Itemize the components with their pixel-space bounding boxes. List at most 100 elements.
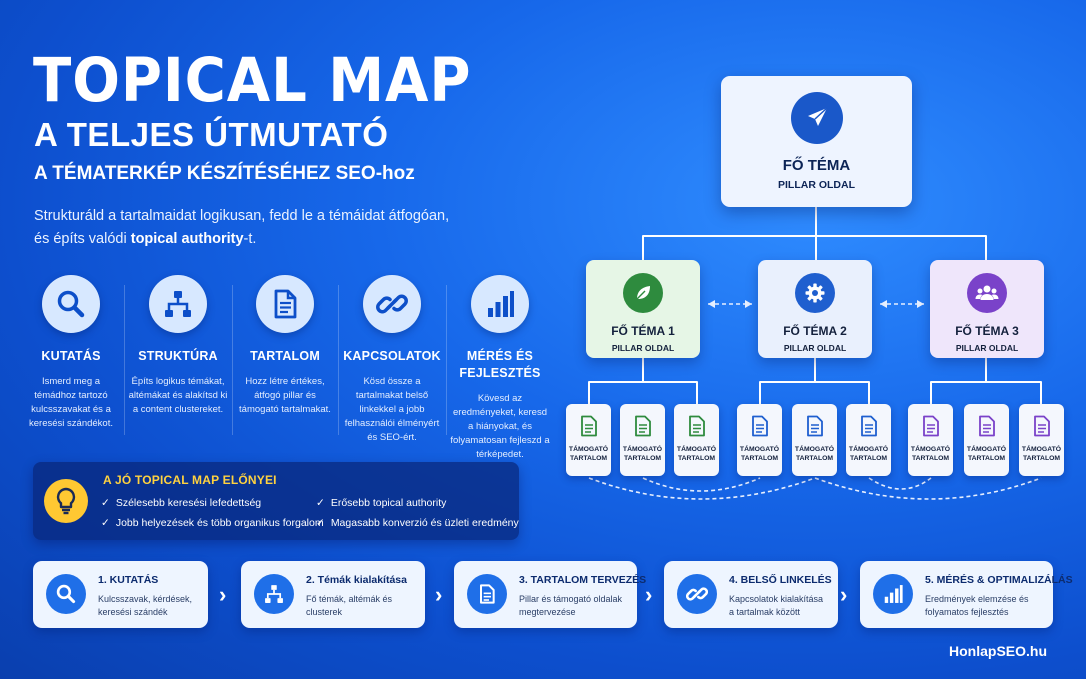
- pillar-research: KUTATÁS Ismerd meg a témádhoz tartozó ku…: [21, 275, 121, 431]
- document-icon: [256, 275, 314, 333]
- pillar-desc: Ismerd meg a témádhoz tartozó kulcsszava…: [29, 376, 113, 429]
- dashed-connector: [588, 477, 816, 500]
- pillar-structure: STRUKTÚRA Építs logikus témákat, altémák…: [128, 275, 228, 417]
- check-icon: ✓: [101, 497, 110, 509]
- step-title: 4. BELSŐ LINKELÉS: [729, 574, 832, 586]
- page-subtitle-secondary: A TÉMATERKÉP KÉSZÍTÉSÉHEZ SEO-hoz: [34, 163, 415, 184]
- bar-chart-icon: [471, 275, 529, 333]
- divider: [232, 285, 233, 435]
- check-icon: ✓: [101, 517, 110, 529]
- step-internal-linking: 4. BELSŐ LINKELÉS Kapcsolatok kialakítás…: [664, 561, 838, 628]
- chevron-right-icon: ›: [219, 582, 227, 607]
- document-icon: [467, 574, 507, 614]
- step-research: 1. KUTATÁS Kulcsszavak, kérdések, keresé…: [33, 561, 208, 628]
- intro-text: Strukturáld a tartalmaidat logikusan, fe…: [34, 205, 454, 251]
- page-title: TOPICAL MAP: [33, 45, 472, 116]
- connector-line: [588, 358, 698, 404]
- step-title: 1. KUTATÁS: [98, 574, 159, 586]
- check-icon: ✓: [316, 497, 325, 509]
- pillar-title: KUTATÁS: [41, 349, 101, 363]
- document-icon: [860, 415, 877, 437]
- benefit-item: ✓Jobb helyezések és több organikus forga…: [101, 517, 324, 529]
- dashed-connector: [814, 477, 1042, 500]
- document-icon: [580, 415, 597, 437]
- step-title: 5. MÉRÉS & OPTIMALIZÁLÁS: [925, 574, 1073, 586]
- chevron-right-icon: ›: [645, 582, 653, 607]
- document-icon: [1033, 415, 1050, 437]
- pillar-desc: Építs logikus témákat, altémákat és alak…: [128, 376, 228, 415]
- pillar-title: STRUKTÚRA: [138, 349, 218, 363]
- arrow-head: [917, 300, 924, 308]
- pillar-node-title: FŐ TÉMA 3: [955, 324, 1019, 338]
- leaf-icon: [623, 273, 663, 313]
- dashed-connector: [642, 477, 761, 492]
- pillar-measure: MÉRÉS ÉS FEJLESZTÉS Kövesd az eredmények…: [450, 275, 550, 462]
- chevron-right-icon: ›: [840, 582, 848, 607]
- check-icon: ✓: [316, 517, 325, 529]
- main-topic-sub: PILLAR OLDAL: [778, 179, 855, 191]
- pillar-title: MÉRÉS ÉS FEJLESZTÉS: [459, 349, 541, 380]
- pillar-content: TARTALOM Hozz létre értékes, átfogó pill…: [235, 275, 335, 417]
- pillar-desc: Hozz létre értékes, átfogó pillar és tám…: [239, 376, 331, 415]
- step-desc: Pillar és támogató oldalak megtervezése: [519, 594, 623, 617]
- step-topics: 2. Témák kialakítása Fő témák, altémák é…: [241, 561, 425, 628]
- benefits-title: A JÓ TOPICAL MAP ELŐNYEI: [103, 473, 277, 487]
- pillar-node-sub: PILLAR OLDAL: [955, 343, 1019, 353]
- page-subtitle: A TELJES ÚTMUTATÓ: [34, 116, 389, 153]
- intro-line-1: Strukturáld a tartalmaidat logikusan, fe…: [34, 208, 450, 224]
- arrow-head: [880, 300, 887, 308]
- divider: [338, 285, 339, 435]
- connector-line: [930, 358, 1042, 404]
- pillar-node-sub: PILLAR OLDAL: [611, 343, 675, 353]
- main-topic-title: FŐ TÉMA: [782, 157, 851, 174]
- sitemap-icon: [149, 275, 207, 333]
- document-icon: [806, 415, 823, 437]
- connector-line: [759, 358, 870, 404]
- pillar-node-1: FŐ TÉMA 1 PILLAR OLDAL: [586, 260, 700, 358]
- pillar-connections: KAPCSOLATOK Kösd össze a tartalmakat bel…: [342, 275, 442, 445]
- step-content-planning: 3. TARTALOM TERVEZÉS Pillar és támogató …: [454, 561, 646, 628]
- intro-line-2-bold: topical authority: [130, 231, 244, 247]
- step-measure-optimize: 5. MÉRÉS & OPTIMALIZÁLÁS Eredmények elem…: [860, 561, 1073, 628]
- step-desc: Eredmények elemzése és folyamatos fejles…: [925, 594, 1029, 617]
- step-desc: Fő témák, altémák és clusterek: [306, 594, 393, 617]
- intro-line-2-prefix: és építs valódi: [34, 231, 131, 247]
- benefit-item: ✓Erősebb topical authority: [316, 497, 447, 509]
- sitemap-icon: [254, 574, 294, 614]
- lightbulb-icon: [44, 479, 88, 523]
- divider: [446, 285, 447, 435]
- pillar-desc: Kösd össze a tartalmakat belső linkekkel…: [344, 376, 440, 443]
- main-topic-node: FŐ TÉMA PILLAR OLDAL: [721, 76, 912, 207]
- arrow-head: [708, 300, 715, 308]
- paper-plane-icon: [790, 92, 843, 144]
- step-desc: Kulcsszavak, kérdések, keresési szándék: [98, 594, 193, 617]
- arrow-head: [745, 300, 752, 308]
- step-title: 3. TARTALOM TERVEZÉS: [519, 574, 647, 586]
- brand-label: HonlapSEO.hu: [949, 643, 1047, 659]
- intro-line-2-suffix: -t.: [243, 231, 257, 247]
- chevron-right-icon: ›: [435, 582, 443, 607]
- benefit-item: ✓Magasabb konverzió és üzleti eredmény: [316, 517, 519, 529]
- step-desc: Kapcsolatok kialakítása a tartalmak közö…: [729, 594, 824, 617]
- document-icon: [634, 415, 651, 437]
- search-icon: [42, 275, 100, 333]
- pillar-node-2: FŐ TÉMA 2 PILLAR OLDAL: [758, 260, 872, 358]
- document-icon: [978, 415, 995, 437]
- step-title: 2. Témák kialakítása: [306, 574, 407, 586]
- pillar-node-title: FŐ TÉMA 2: [783, 324, 847, 338]
